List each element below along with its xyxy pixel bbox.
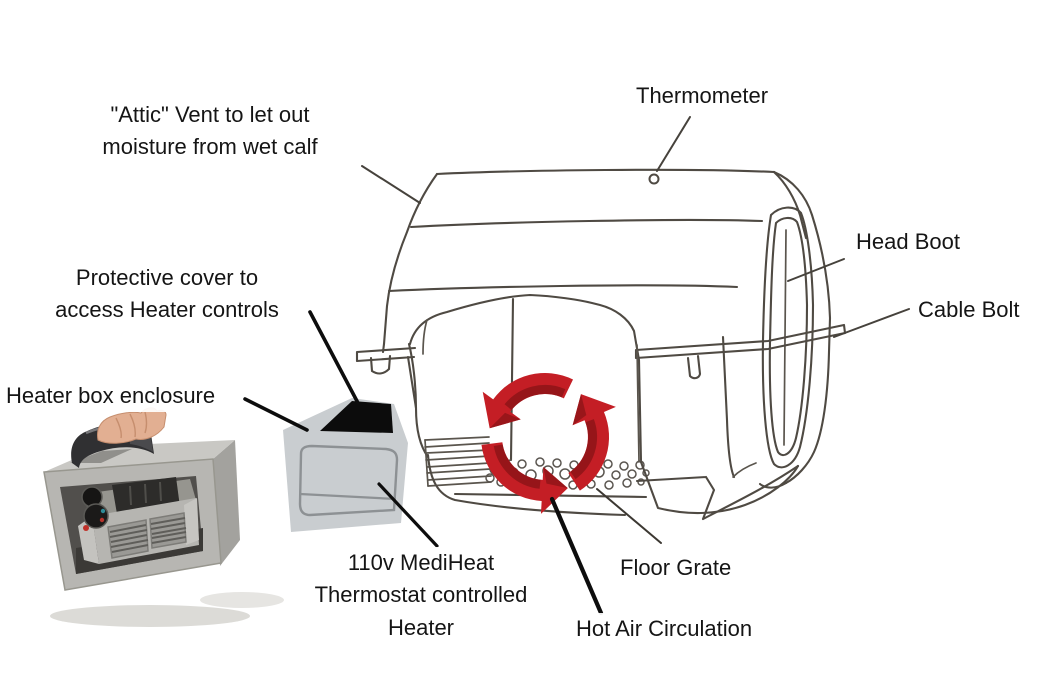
leader-attic-vent xyxy=(361,165,421,204)
heater-grille-sketch xyxy=(424,436,492,487)
label-protective-cover: Protective cover to access Heater contro… xyxy=(32,262,302,327)
label-head-boot: Head Boot xyxy=(856,226,960,259)
circulation-arrow-top xyxy=(482,373,574,429)
leader-heater-unit xyxy=(377,482,439,548)
protective-cover-flap xyxy=(320,401,393,433)
head-boot-frame xyxy=(761,206,815,469)
label-heater-unit: 110v MediHeat Thermostat controlled Heat… xyxy=(298,547,544,644)
heater-enclosure-panel xyxy=(283,398,408,532)
calf-warmer-sketch xyxy=(355,168,847,521)
label-thermometer: Thermometer xyxy=(636,80,769,113)
leader-protective-cover xyxy=(308,310,360,405)
leader-cable-bolt xyxy=(833,308,910,338)
label-attic-vent: "Attic" Vent to let out moisture from we… xyxy=(58,99,362,164)
leader-thermometer xyxy=(656,116,691,172)
leader-floor-grate xyxy=(596,488,662,544)
box-top-face xyxy=(44,440,235,472)
hot-air-circulation-arrows xyxy=(481,373,616,514)
cover-flap-and-hand xyxy=(71,407,167,468)
heater-box-photo xyxy=(43,407,284,627)
circulation-arrow-right xyxy=(568,394,616,491)
hand xyxy=(97,407,167,444)
leader-head-boot xyxy=(787,258,845,282)
leader-hot-air xyxy=(549,496,604,616)
leader-heater-box-enclosure xyxy=(243,397,309,432)
label-hot-air-circulation: Hot Air Circulation xyxy=(576,613,753,646)
heater-silhouette xyxy=(298,444,399,517)
space-heater-unit xyxy=(78,477,199,564)
indicator-lamp xyxy=(83,525,89,531)
label-heater-box-enclosure: Heater box enclosure xyxy=(6,380,216,413)
front-opening-arch xyxy=(408,293,643,464)
photo-shadow xyxy=(50,605,250,627)
cable-bolt-bar xyxy=(634,323,847,360)
leader-lines xyxy=(243,116,910,616)
power-dial xyxy=(83,503,109,529)
thermometer-hole xyxy=(648,173,660,185)
label-cable-bolt: Cable Bolt xyxy=(918,294,1020,327)
label-floor-grate: Floor Grate xyxy=(620,552,732,585)
